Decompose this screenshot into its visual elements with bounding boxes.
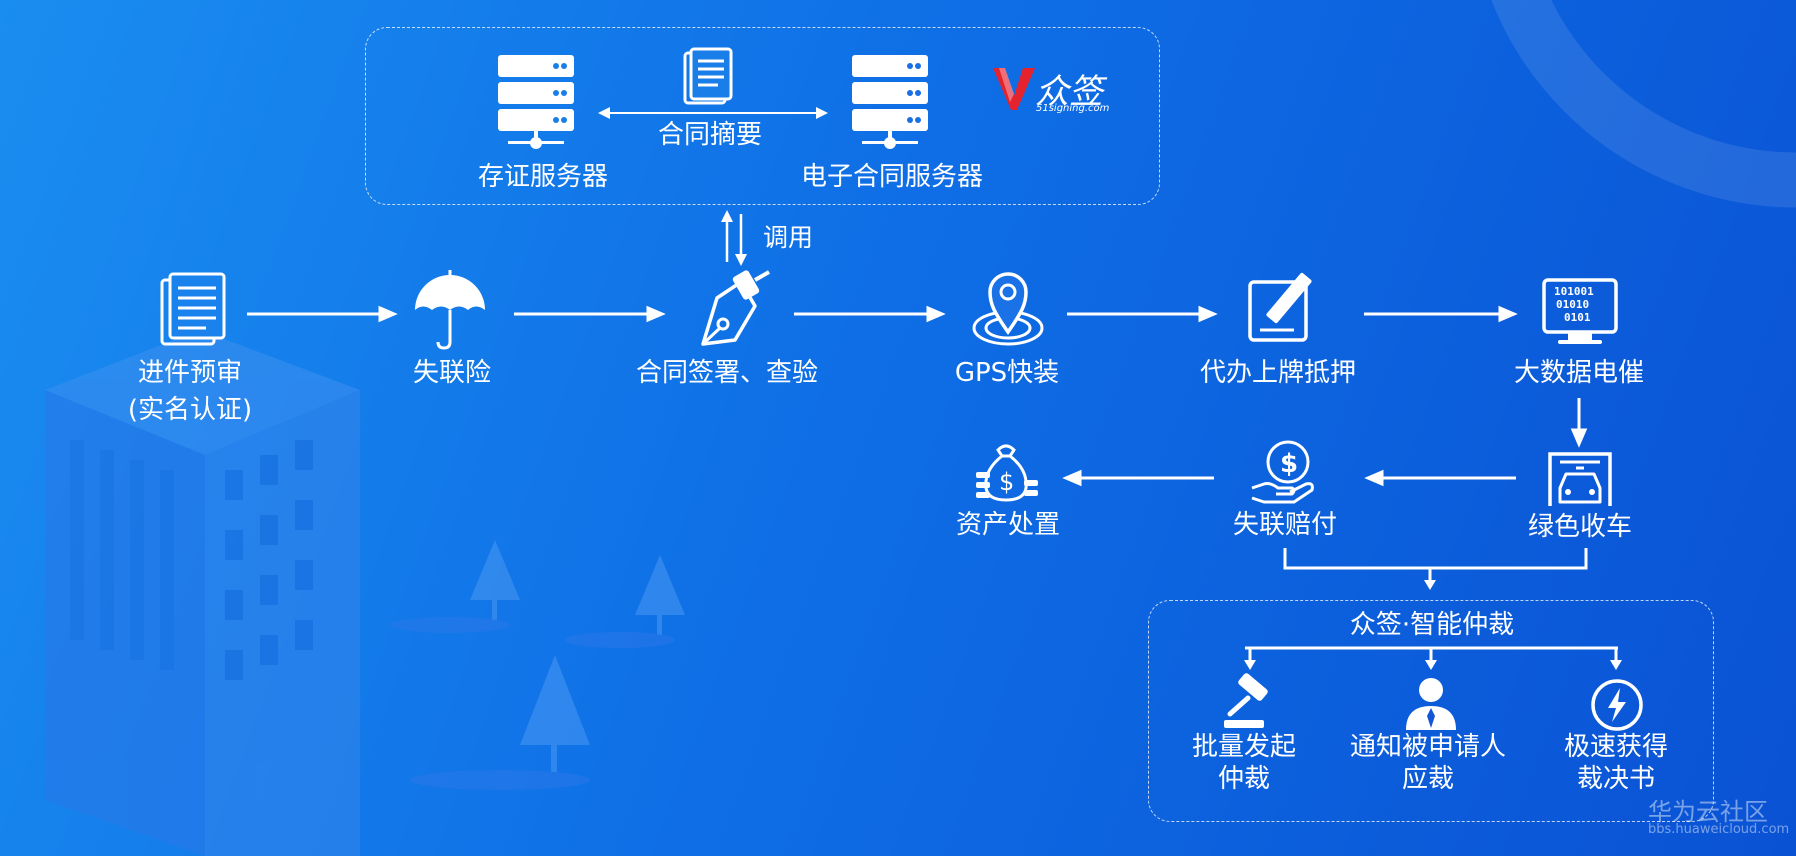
- evidence-server-label: 存证服务器: [477, 162, 609, 192]
- pen-nib-icon: [701, 270, 770, 346]
- brand-logo-icon: [993, 68, 1035, 110]
- contract-digest-label: 合同摘要: [657, 120, 763, 150]
- contract-sign-label: 合同签署、查验: [635, 358, 819, 388]
- gps-install-label: GPS快装: [954, 358, 1060, 388]
- evidence-server-icon: [498, 55, 574, 149]
- lightning-icon: [1591, 679, 1643, 731]
- hand-dollar-icon: $: [1251, 440, 1314, 504]
- lost-contact-payout-label: 失联赔付: [1232, 510, 1338, 540]
- lost-contact-insurance-label: 失联险: [412, 358, 492, 388]
- car-garage-icon: [1548, 452, 1612, 506]
- person-icon: [1406, 678, 1456, 730]
- call-arrows: [721, 210, 747, 266]
- location-pin-icon: [972, 272, 1044, 346]
- batch-arbitration-label-2: 仲裁: [1217, 764, 1271, 794]
- svg-text:$: $: [1280, 449, 1298, 479]
- svg-text:01010: 01010: [1556, 298, 1589, 311]
- pre-review-label: 进件预审: [137, 358, 243, 388]
- money-bag-icon: $: [976, 444, 1038, 502]
- arbitration-box: [1148, 600, 1714, 822]
- gavel-icon: [1224, 673, 1268, 728]
- edit-icon: [1248, 272, 1312, 342]
- notify-respondent-label-2: 应裁: [1401, 764, 1455, 794]
- document-icon: [160, 272, 226, 346]
- arbitration-title: 众签·智能仲裁: [1349, 610, 1515, 640]
- building-illustration: [45, 330, 360, 856]
- fast-award-label-2: 裁决书: [1576, 764, 1656, 794]
- notify-respondent-label: 通知被申请人: [1349, 732, 1507, 762]
- watermark-title: 华为云社区: [1648, 798, 1768, 826]
- plate-mortgage-label: 代办上牌抵押: [1199, 358, 1357, 388]
- green-repossession-label: 绿色收车: [1527, 512, 1633, 542]
- batch-arbitration-label: 批量发起: [1191, 732, 1297, 762]
- umbrella-icon: [415, 270, 485, 350]
- svg-text:$: $: [999, 468, 1014, 496]
- brand-name: 众签: [1035, 72, 1103, 112]
- svg-text:101001: 101001: [1554, 285, 1594, 298]
- server-group-box: [365, 27, 1160, 205]
- call-label: 调用: [763, 223, 814, 252]
- contract-server-label: 电子合同服务器: [800, 162, 984, 192]
- asset-disposal-label: 资产处置: [955, 510, 1061, 540]
- svg-text:0101: 0101: [1564, 311, 1591, 324]
- tree-illustrations: [390, 540, 685, 790]
- watermark-url: bbs.huaweicloud.com: [1648, 822, 1790, 837]
- fast-award-label: 极速获得: [1563, 732, 1669, 762]
- document-icon: [683, 47, 733, 105]
- bidirectional-arrow: [598, 107, 828, 119]
- brand-domain: 51signing.com: [1036, 103, 1110, 114]
- pre-review-sublabel: (实名认证): [127, 395, 253, 425]
- contract-server-icon: [852, 55, 928, 149]
- bigdata-collection-label: 大数据电催: [1513, 358, 1645, 388]
